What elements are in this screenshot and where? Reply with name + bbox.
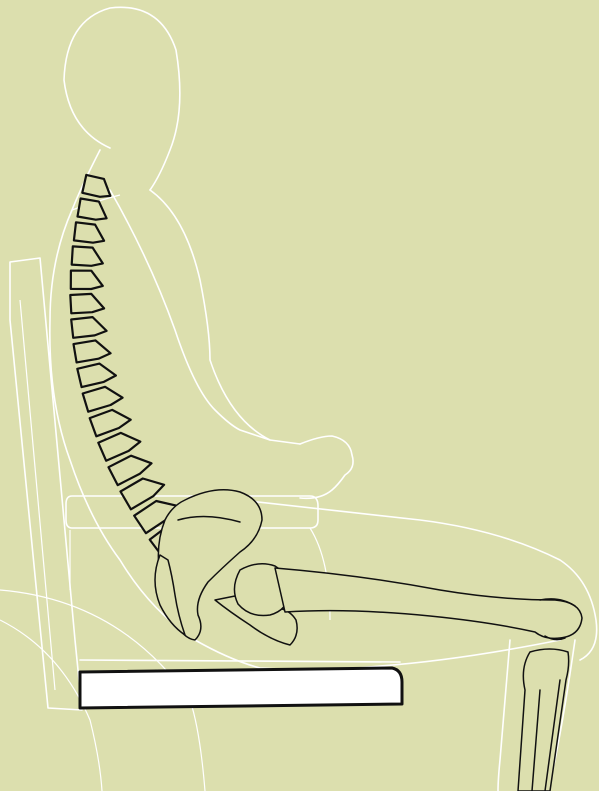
vertebra (77, 364, 116, 388)
hand-outline (300, 436, 353, 498)
vertebra (71, 317, 106, 338)
seat-cushion (80, 668, 402, 708)
vertebra (70, 294, 104, 313)
tibia (518, 649, 569, 791)
vertebra (74, 340, 111, 362)
vertebra (78, 199, 107, 220)
vertebra (74, 222, 104, 242)
vertebra (71, 271, 103, 289)
femur (275, 568, 582, 638)
head-outline (64, 7, 180, 190)
chest-outline (150, 190, 300, 444)
vertebra (72, 246, 103, 265)
vertebra (83, 387, 123, 412)
vertebra (82, 175, 110, 197)
upper-arm-outline (110, 190, 270, 440)
vertebra (90, 410, 131, 436)
